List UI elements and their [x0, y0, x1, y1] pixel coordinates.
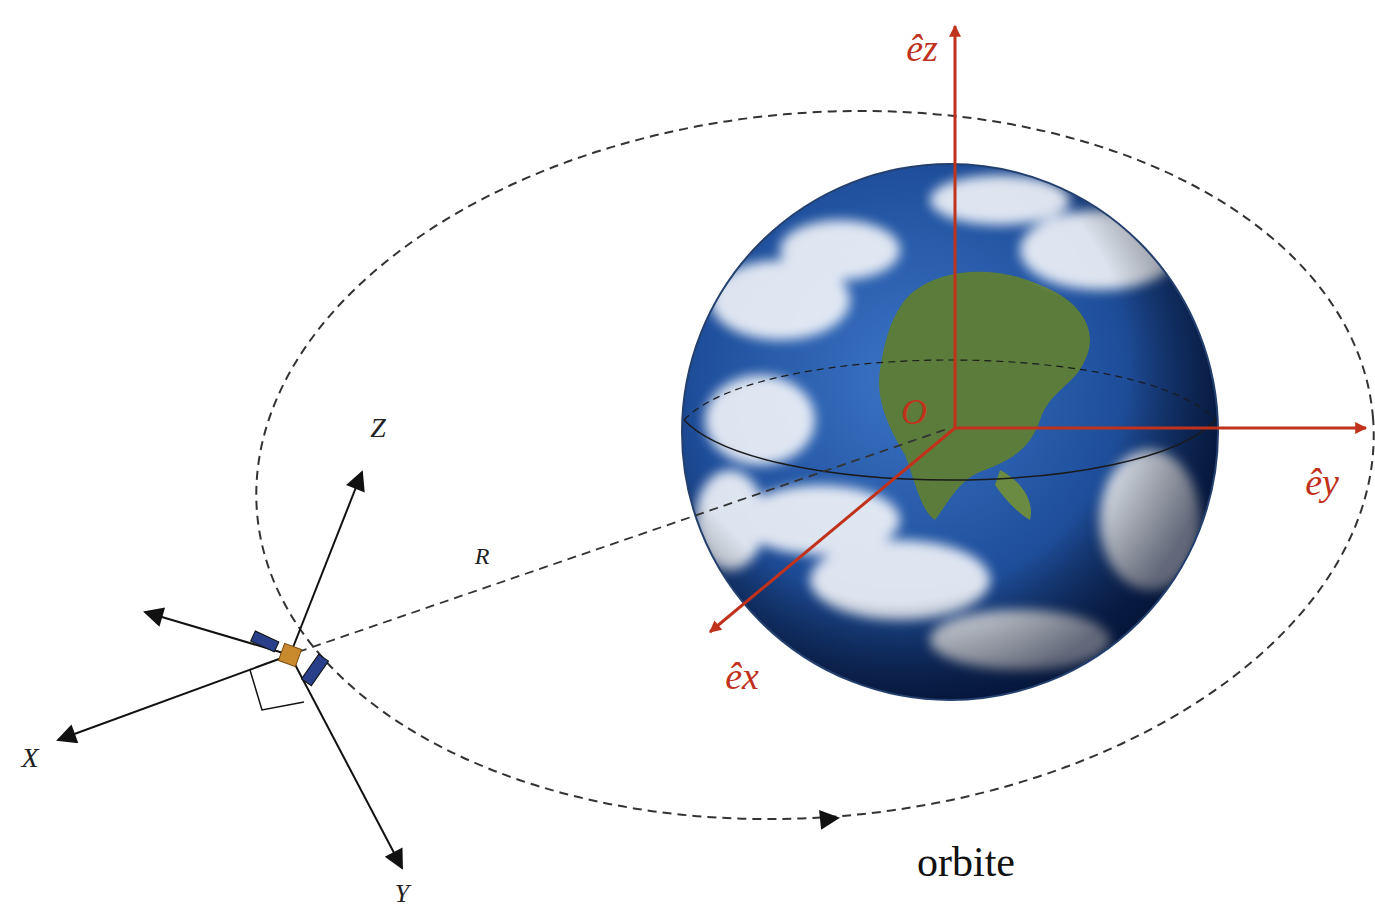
z-axis — [290, 472, 362, 655]
orbit-label: orbite — [917, 841, 1015, 883]
axis-label: X — [21, 744, 38, 772]
right-angle-mark — [250, 670, 304, 710]
radius-line — [298, 428, 950, 652]
equator-back — [684, 360, 1216, 420]
distance-label: R — [475, 544, 490, 568]
axis-label: Z — [370, 414, 386, 442]
axis-label: Y — [395, 881, 409, 907]
ey-axis — [955, 427, 1366, 430]
axis-label: êz — [906, 29, 938, 67]
earth-ocean — [682, 164, 1218, 700]
orbit-direction-arrow — [790, 818, 838, 823]
x-axis — [58, 655, 290, 740]
satellite — [251, 631, 329, 686]
earth-shade — [682, 164, 1218, 700]
axis-label: êx — [725, 657, 759, 695]
y-axis — [290, 655, 402, 868]
earth — [682, 164, 1218, 700]
earth-outline — [682, 164, 1218, 700]
velocity-arrow — [145, 612, 290, 655]
ex-axis — [710, 428, 955, 632]
origin-label: O — [901, 394, 927, 430]
ez-axis — [954, 26, 957, 428]
orbit-path — [226, 66, 1375, 865]
axis-label: êy — [1305, 463, 1339, 501]
